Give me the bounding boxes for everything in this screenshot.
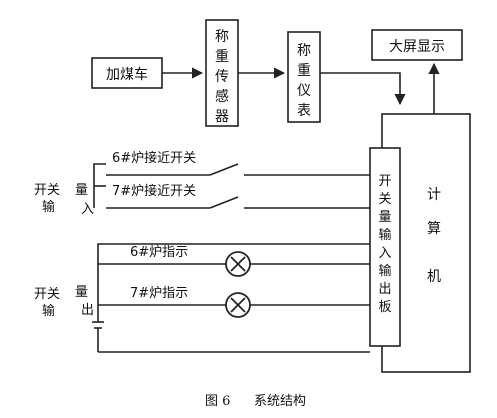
coal-cart-block: 加煤车 (91, 57, 163, 89)
weighing-instrument-char-2: 重 (297, 63, 311, 79)
switch-6-label: 6#炉接近开关 (112, 150, 196, 166)
io-board-char-6: 输 (378, 263, 391, 279)
caption-title: 系统结构 (254, 394, 306, 409)
weighing-instrument-char-3: 仪 (297, 83, 311, 99)
weighing-sensor-char-2: 重 (215, 49, 229, 65)
weighing-sensor-char-4: 感 (215, 88, 229, 105)
io-board-block: 开 关 量 输 入 输 出 板 (369, 147, 401, 347)
switch-input-label-c: 输 (42, 199, 55, 215)
indicator-lamp-7-icon (225, 292, 251, 318)
io-board-char-8: 板 (378, 300, 391, 315)
computer-char-2: 算 (427, 221, 441, 237)
switch-input-group: 开关 量 输 入 6#炉接近开关 7#炉接近开关 (34, 150, 370, 217)
switch-input-label-a: 开关 (34, 183, 60, 198)
weighing-sensor-char-1: 称 (215, 29, 229, 45)
switch-7-contact (209, 196, 239, 209)
indicator-7-label: 7#炉指示 (130, 286, 188, 301)
switch-output-group: 开关 量 输 出 6#炉指示 7#炉指示 (34, 243, 370, 353)
switch-6-contact (209, 163, 239, 176)
big-screen-label: 大屏显示 (389, 39, 445, 55)
switch-output-label-d: 出 (81, 303, 94, 318)
weighing-sensor-char-5: 器 (215, 109, 229, 125)
weighing-sensor-char-3: 传 (215, 69, 229, 85)
output-top-rail (97, 243, 370, 322)
switch-input-label-d: 入 (81, 202, 94, 217)
io-board-char-1: 开 (378, 174, 391, 189)
switch-input-bracket (93, 163, 106, 208)
switch-output-label-b: 量 (75, 285, 88, 300)
weighing-instrument-char-1: 称 (297, 43, 311, 59)
weighing-instrument-char-4: 表 (297, 103, 311, 119)
switch-input-label-b: 量 (75, 183, 88, 198)
caption-figure-number: 图 6 (205, 394, 230, 409)
arrow-instrument-to-computer (320, 72, 406, 106)
switch-output-label-c: 输 (42, 303, 55, 319)
weighing-instrument-block: 称 重 仪 表 (287, 31, 321, 123)
weighing-sensor-block: 称 重 传 感 器 (205, 19, 239, 127)
indicator-lamp-6-icon (225, 251, 251, 277)
io-board-char-4: 输 (378, 227, 391, 243)
io-board-char-3: 量 (378, 210, 391, 225)
switch-output-label-a: 开关 (34, 287, 60, 302)
coal-cart-label: 加煤车 (106, 66, 148, 83)
big-screen-block: 大屏显示 (371, 29, 463, 61)
computer-char-1: 计 (427, 187, 441, 203)
computer-char-3: 机 (427, 269, 441, 285)
io-board-char-2: 关 (378, 192, 391, 207)
io-board-char-7: 出 (378, 282, 391, 297)
indicator-6-label: 6#炉指示 (130, 245, 188, 260)
figure-caption: 图 6 系统结构 (205, 394, 306, 409)
switch-7-label: 7#炉接近开关 (112, 183, 196, 199)
io-board-char-5: 入 (378, 246, 391, 261)
